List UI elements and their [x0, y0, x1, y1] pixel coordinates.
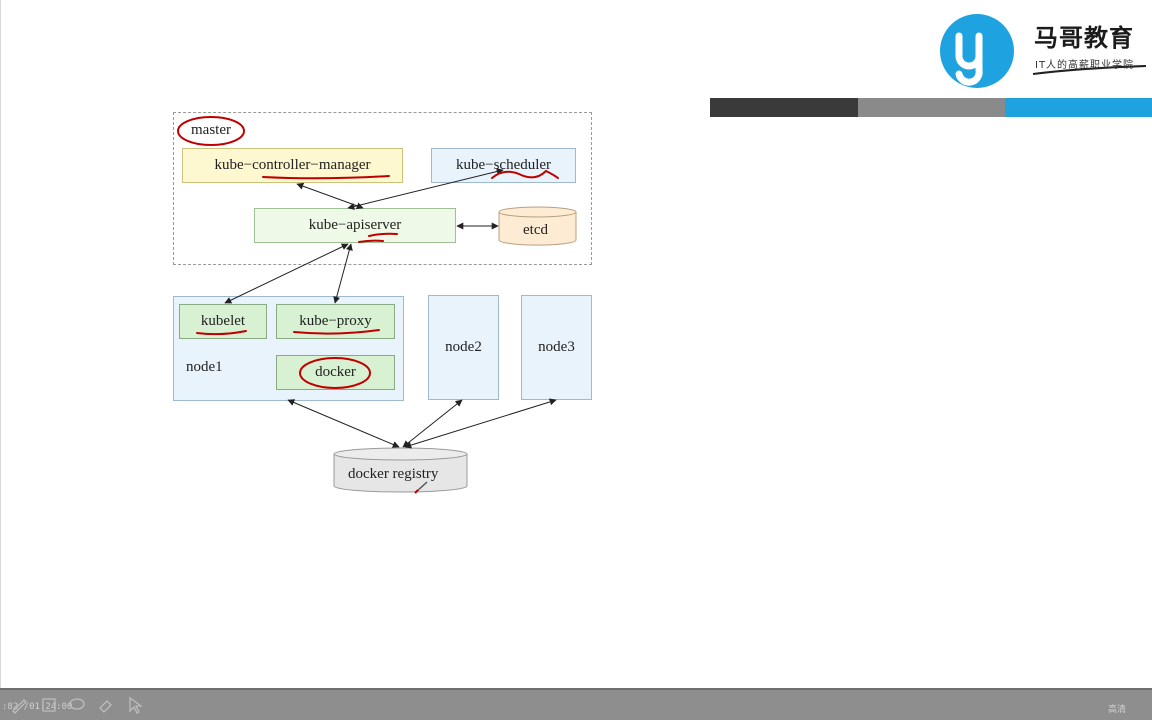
docker-label: docker	[315, 364, 356, 380]
arrow-apiserver-kubelet	[224, 243, 349, 304]
highlighter-icon[interactable]	[40, 696, 58, 714]
brand-logo	[710, 14, 1152, 117]
kubelet-label: kubelet	[200, 313, 246, 329]
player-toolbar: :82 /01:24:00 高清	[0, 688, 1152, 720]
eraser-icon[interactable]	[96, 696, 114, 714]
brand-tagline: IT人的高薪职业学院	[1035, 60, 1135, 71]
master-circle-annotation	[177, 116, 245, 146]
kube-proxy-underline	[293, 329, 380, 335]
quality-label[interactable]: 高清	[1108, 705, 1127, 715]
node2-box: node2	[428, 295, 499, 400]
kube-apiserver-label: kube−apiserver	[308, 217, 402, 233]
etcd-label: etcd	[523, 222, 548, 238]
header-bar-blue	[1005, 98, 1152, 117]
kubelet-box: kubelet	[179, 304, 267, 339]
docker-registry-label: docker registry	[348, 466, 439, 482]
controller-manager-underline	[262, 175, 390, 180]
master-label: master	[191, 122, 231, 138]
brand-name: 马哥教育	[1034, 24, 1134, 52]
lasso-icon[interactable]	[68, 696, 86, 714]
scheduler-underline	[491, 169, 559, 179]
etcd-cylinder-icon	[498, 206, 577, 246]
pen-cursor-icon	[414, 481, 428, 494]
arrow-apiserver-kubeproxy	[333, 243, 353, 304]
playback-time: :82 /01:24:00	[2, 702, 73, 712]
arrow-scheduler-apiserver	[347, 168, 504, 210]
diagram-connections	[177, 116, 577, 494]
master-group	[173, 112, 592, 265]
docker-box: docker	[276, 355, 395, 390]
pen-icon[interactable]	[10, 696, 28, 714]
arrow-node3-registry	[404, 398, 557, 449]
kubelet-underline	[196, 330, 247, 336]
kube-proxy-label: kube−proxy	[299, 313, 372, 329]
node3-box: node3	[521, 295, 592, 400]
pointer-icon[interactable]	[126, 696, 144, 714]
docker-registry-cylinder-icon	[333, 447, 468, 493]
kube-apiserver-box: kube−apiserver	[254, 208, 456, 243]
header-bar-dark	[710, 98, 858, 117]
slide-canvas: 马哥教育 IT人的高薪职业学院 master kube−controller−m…	[0, 0, 1152, 688]
red-annotations	[177, 116, 559, 389]
arrow-controller-apiserver	[296, 182, 364, 210]
node1-label: node1	[186, 359, 223, 375]
node3-label: node3	[538, 339, 575, 355]
apiserver-underline	[358, 232, 398, 243]
docker-circle-annotation	[299, 357, 371, 389]
arrow-node2-registry	[402, 399, 463, 448]
header-bar-gray	[858, 98, 1005, 117]
kube-controller-manager-label: kube−controller−manager	[214, 157, 371, 173]
arrow-node1-registry	[287, 399, 400, 448]
node2-label: node2	[445, 339, 482, 355]
